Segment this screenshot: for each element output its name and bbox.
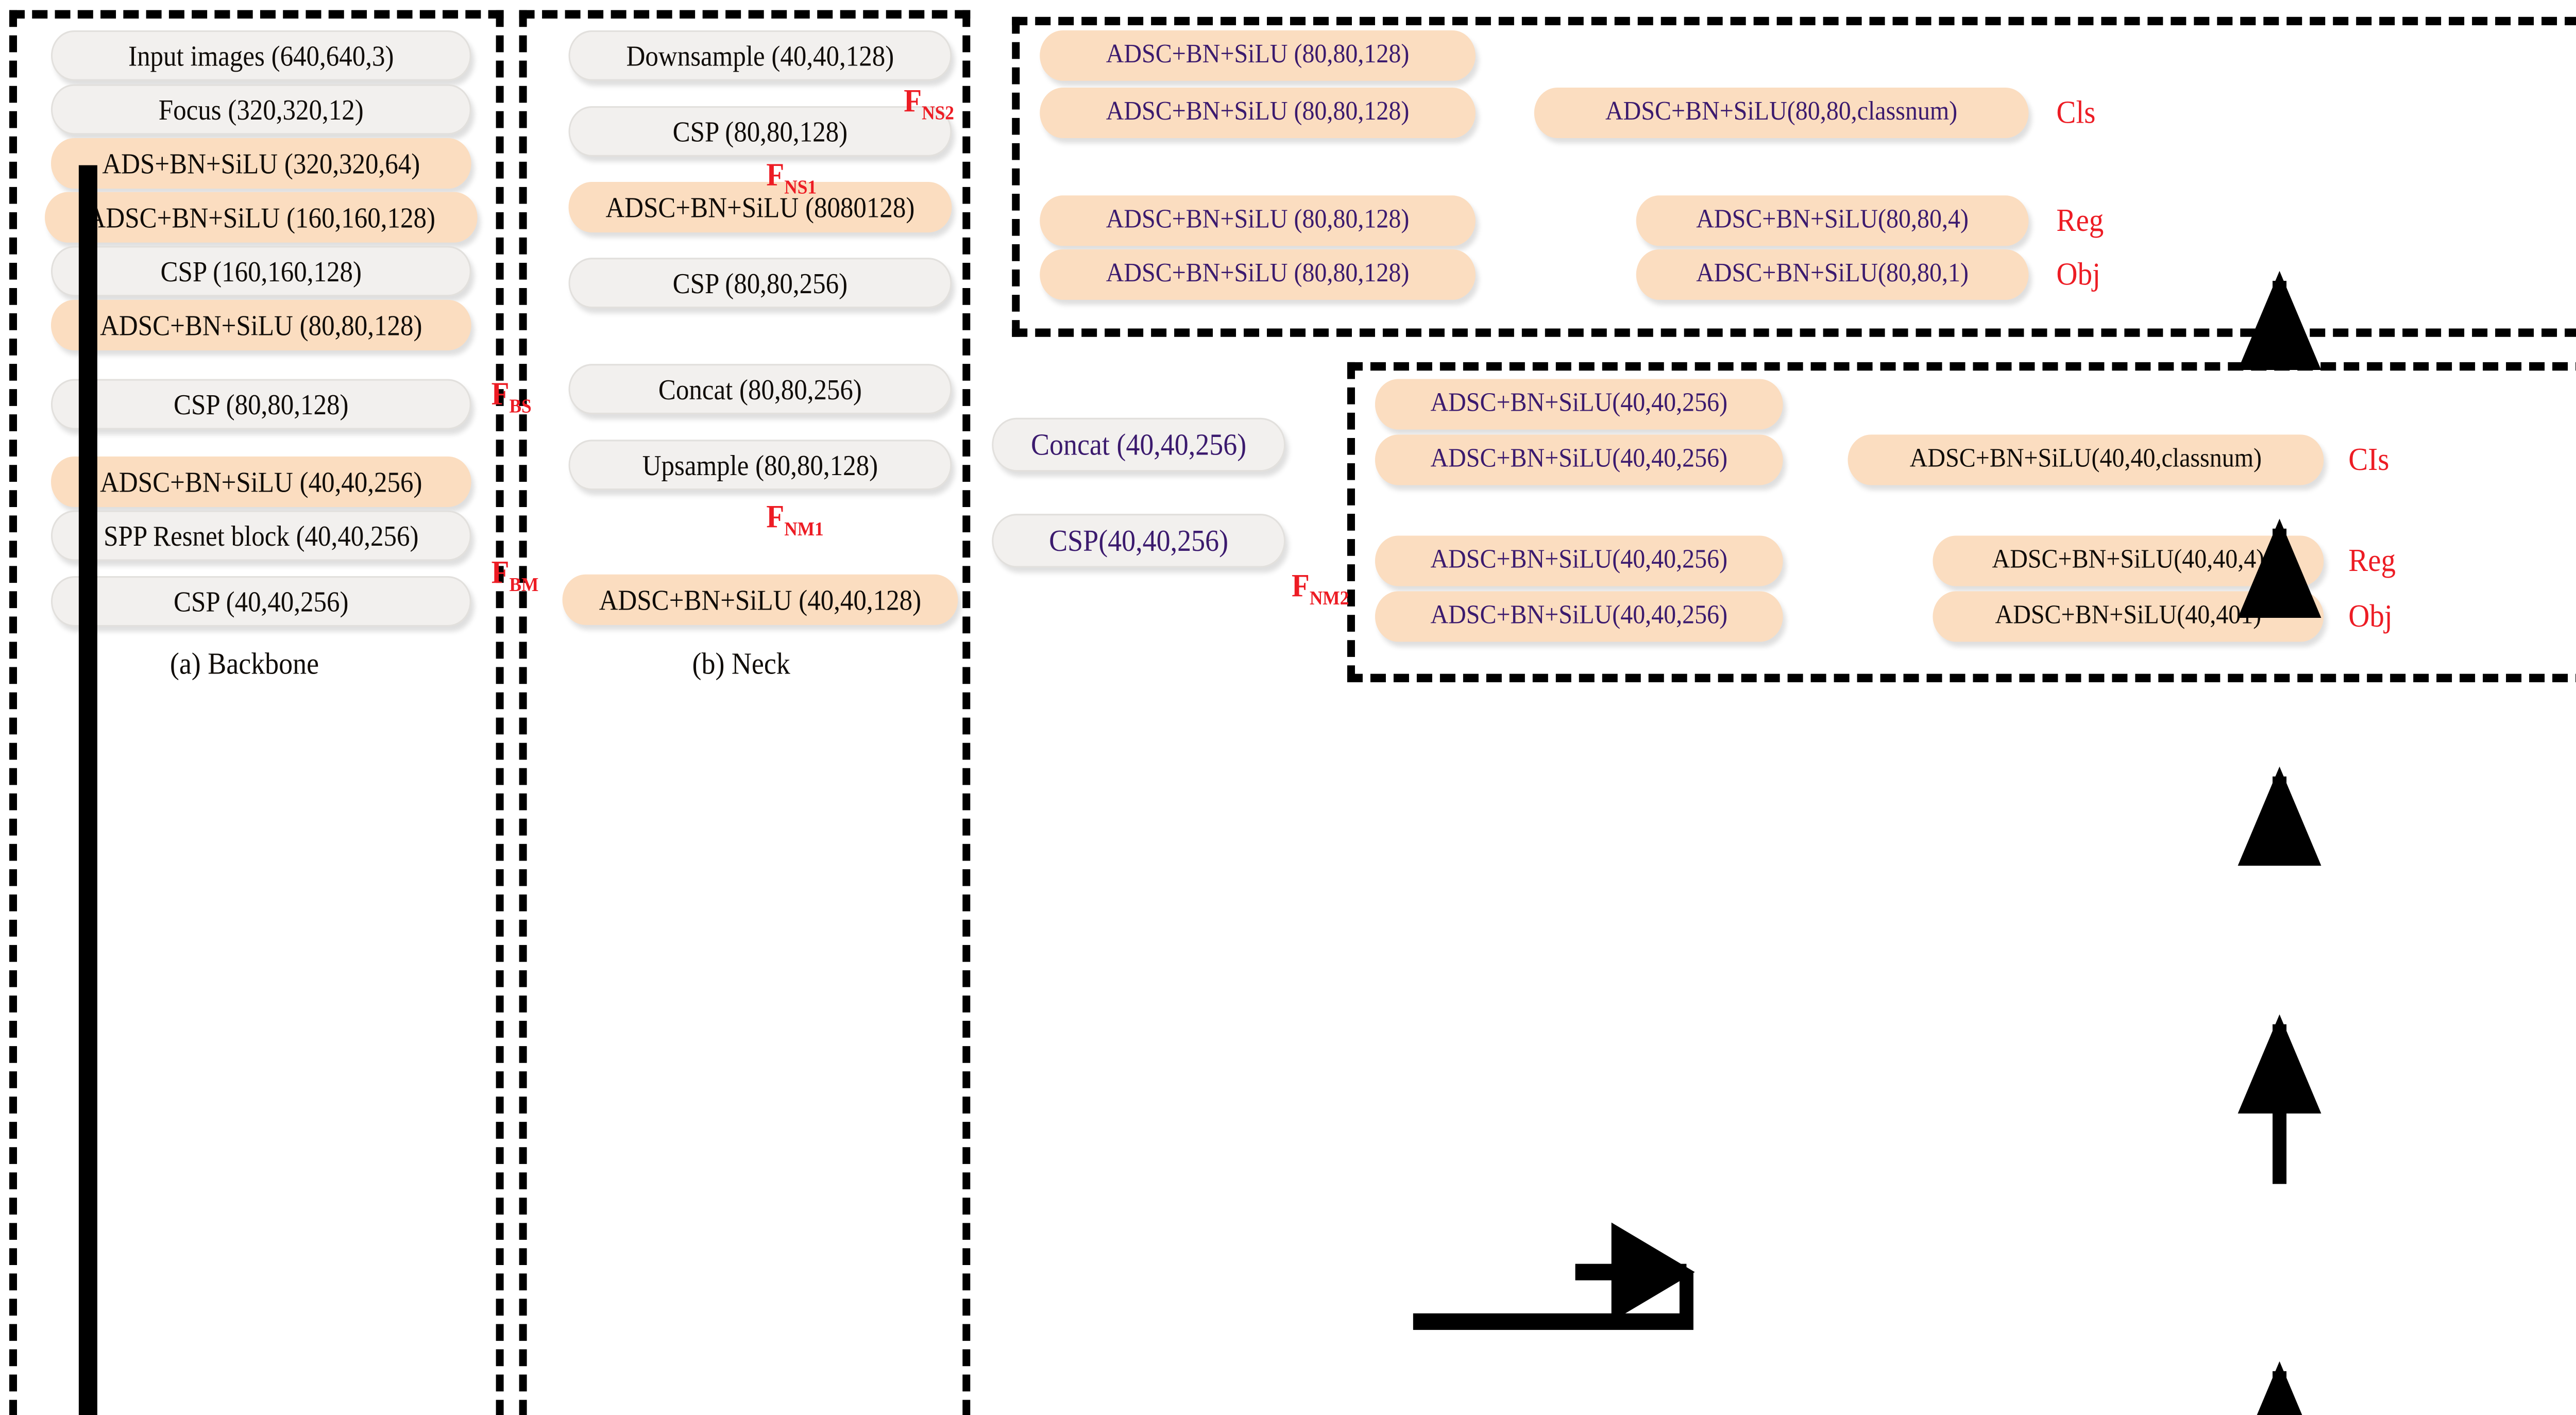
- backbone-block-6-label: CSP (80,80,128): [174, 388, 349, 420]
- flow-label-fns1-sub: NS1: [784, 176, 817, 199]
- backbone-block-7-label: ADSC+BN+SiLU (40,40,256): [100, 465, 422, 498]
- head1-reg-input-top-label: ADSC+BN+SiLU (80,80,128): [1106, 205, 1410, 234]
- backbone-block-1[interactable]: Focus (320,320,12): [50, 84, 471, 135]
- backbone-block-5-label: ADSC+BN+SiLU (80,80,128): [100, 309, 422, 341]
- neck-block-concat-80-80-256-label: Concat (80,80,256): [658, 373, 862, 406]
- middle-concat-label: Concat (40,40,256): [1030, 428, 1247, 462]
- head2-cls-tag: CIs: [2348, 443, 2389, 479]
- backbone-block-6[interactable]: CSP (80,80,128): [50, 379, 471, 430]
- flow-label-fns1: FNS1: [766, 158, 817, 200]
- flow-label-fnm1-f: F: [766, 500, 785, 536]
- head1-reg-input-bottom-label: ADSC+BN+SiLU (80,80,128): [1106, 259, 1410, 289]
- head1-region-box: [1012, 16, 2576, 337]
- flow-label-fbs: FBS: [492, 377, 532, 419]
- head1-cls-input-bottom[interactable]: ADSC+BN+SiLU (80,80,128): [1040, 87, 1476, 139]
- backbone-block-8-label: SPP Resnet block (40,40,256): [104, 519, 419, 552]
- backbone-block-0-label: Input images (640,640,3): [128, 39, 394, 72]
- head2-cls-output[interactable]: ADSC+BN+SiLU(40,40,classnum): [1848, 434, 2324, 485]
- head2-cls-input-top[interactable]: ADSC+BN+SiLU(40,40,256): [1375, 379, 1783, 430]
- neck-block-csp-80-80-128[interactable]: CSP (80,80,128): [568, 106, 952, 157]
- neck-block-upsample[interactable]: Upsample (80,80,128): [568, 440, 952, 491]
- head1-cls-input-top-label: ADSC+BN+SiLU (80,80,128): [1106, 40, 1410, 70]
- head2-reg-input-bottom-label: ADSC+BN+SiLU(40,40,256): [1430, 601, 1728, 630]
- head2-cls-input-bottom[interactable]: ADSC+BN+SiLU(40,40,256): [1375, 434, 1783, 485]
- head1-cls-tag: Cls: [2056, 96, 2096, 131]
- flow-label-fnm2: FNM2: [1292, 569, 1349, 611]
- neck-block-adsc-8080128-label: ADSC+BN+SiLU (8080128): [605, 191, 915, 224]
- middle-csp-block[interactable]: CSP(40,40,256): [992, 514, 1286, 568]
- neck-block-concat-80-80-256[interactable]: Concat (80,80,256): [568, 364, 952, 415]
- middle-csp-label: CSP(40,40,256): [1049, 524, 1229, 558]
- diagram-canvas: Input images (640,640,3) Focus (320,320,…: [9, 10, 2576, 1415]
- flow-label-fnm2-sub: NM2: [1309, 587, 1349, 610]
- neck-block-upsample-label: Upsample (80,80,128): [642, 449, 878, 481]
- backbone-block-4[interactable]: CSP (160,160,128): [50, 246, 471, 297]
- neck-block-csp-80-80-128-label: CSP (80,80,128): [672, 115, 848, 148]
- backbone-block-0[interactable]: Input images (640,640,3): [50, 30, 471, 81]
- backbone-block-2-label: ADS+BN+SiLU (320,320,64): [102, 147, 420, 180]
- head2-reg-input-top-label: ADSC+BN+SiLU(40,40,256): [1430, 546, 1728, 575]
- flow-label-fnm2-f: F: [1292, 569, 1310, 605]
- backbone-block-8[interactable]: SPP Resnet block (40,40,256): [50, 510, 471, 561]
- flow-label-fbs-sub: BS: [509, 395, 532, 418]
- head2-obj-tag: Obj: [2348, 599, 2393, 635]
- neck-caption: (b) Neck: [692, 647, 790, 681]
- head1-reg-output[interactable]: ADSC+BN+SiLU(80,80,4): [1636, 195, 2029, 246]
- flow-label-fns2-f: F: [904, 84, 922, 120]
- head1-cls-output-label: ADSC+BN+SiLU(80,80,classnum): [1605, 97, 1958, 127]
- flow-label-fnm1-sub: NM1: [784, 518, 824, 541]
- backbone-block-7[interactable]: ADSC+BN+SiLU (40,40,256): [50, 456, 471, 507]
- head1-reg-input-top[interactable]: ADSC+BN+SiLU (80,80,128): [1040, 195, 1476, 246]
- flow-label-fbm-f: F: [491, 555, 510, 592]
- head2-cls-input-bottom-label: ADSC+BN+SiLU(40,40,256): [1430, 445, 1728, 474]
- head1-obj-output[interactable]: ADSC+BN+SiLU(80,80,1): [1636, 249, 2029, 300]
- head2-reg-input-bottom[interactable]: ADSC+BN+SiLU(40,40,256): [1375, 591, 1783, 642]
- backbone-block-3[interactable]: ADSC+BN+SiLU (160,160,128): [44, 192, 478, 243]
- neck-block-downsample-label: Downsample (40,40,128): [626, 39, 894, 72]
- neck-block-csp-80-80-256[interactable]: CSP (80,80,256): [568, 258, 952, 309]
- flow-label-fns1-f: F: [766, 158, 785, 194]
- flow-label-fns2-sub: NS2: [922, 102, 954, 125]
- head2-reg-tag: Reg: [2348, 544, 2396, 580]
- backbone-block-9[interactable]: CSP (40,40,256): [50, 576, 471, 627]
- backbone-block-2[interactable]: ADS+BN+SiLU (320,320,64): [50, 138, 471, 189]
- head2-reg-output[interactable]: ADSC+BN+SiLU(40,40,4): [1933, 535, 2324, 586]
- flow-label-fns2: FNS2: [904, 84, 954, 126]
- backbone-block-4-label: CSP (160,160,128): [160, 255, 362, 288]
- neck-block-adsc-40-40-128[interactable]: ADSC+BN+SiLU (40,40,128): [562, 574, 958, 625]
- head1-reg-output-label: ADSC+BN+SiLU(80,80,4): [1696, 205, 1969, 234]
- head1-obj-output-label: ADSC+BN+SiLU(80,80,1): [1696, 259, 1969, 289]
- head1-obj-tag: Obj: [2056, 258, 2100, 293]
- head2-cls-input-top-label: ADSC+BN+SiLU(40,40,256): [1430, 389, 1728, 418]
- backbone-caption: (a) Backbone: [170, 647, 319, 681]
- middle-concat-block[interactable]: Concat (40,40,256): [992, 417, 1286, 472]
- backbone-block-3-label: ADSC+BN+SiLU (160,160,128): [87, 201, 436, 233]
- head2-reg-output-label: ADSC+BN+SiLU(40,40,4): [1992, 546, 2265, 575]
- neck-block-csp-80-80-256-label: CSP (80,80,256): [672, 267, 848, 299]
- head1-reg-tag: Reg: [2056, 204, 2104, 240]
- neck-block-adsc-40-40-128-label: ADSC+BN+SiLU (40,40,128): [599, 583, 922, 616]
- head2-obj-output-label: ADSC+BN+SiLU(40,401): [1995, 601, 2262, 630]
- backbone-block-9-label: CSP (40,40,256): [174, 585, 349, 618]
- head1-cls-input-bottom-label: ADSC+BN+SiLU (80,80,128): [1106, 97, 1410, 127]
- flow-label-fbm-sub: BM: [509, 574, 539, 596]
- flow-label-fnm1: FNM1: [766, 500, 823, 542]
- backbone-block-1-label: Focus (320,320,12): [158, 93, 364, 126]
- head1-cls-output[interactable]: ADSC+BN+SiLU(80,80,classnum): [1534, 87, 2029, 139]
- head1-reg-input-bottom[interactable]: ADSC+BN+SiLU (80,80,128): [1040, 249, 1476, 300]
- head1-cls-input-top[interactable]: ADSC+BN+SiLU (80,80,128): [1040, 30, 1476, 81]
- neck-block-adsc-8080128[interactable]: ADSC+BN+SiLU (8080128): [568, 182, 952, 233]
- head2-cls-output-label: ADSC+BN+SiLU(40,40,classnum): [1909, 445, 2262, 474]
- flow-label-fbs-f: F: [491, 377, 510, 413]
- backbone-block-5[interactable]: ADSC+BN+SiLU (80,80,128): [50, 299, 471, 350]
- link-fbs: [1413, 1222, 1695, 1330]
- head2-reg-input-top[interactable]: ADSC+BN+SiLU(40,40,256): [1375, 535, 1783, 586]
- flow-label-fbm: FBM: [492, 556, 539, 598]
- head2-obj-output[interactable]: ADSC+BN+SiLU(40,401): [1933, 591, 2324, 642]
- neck-block-downsample[interactable]: Downsample (40,40,128): [568, 30, 952, 81]
